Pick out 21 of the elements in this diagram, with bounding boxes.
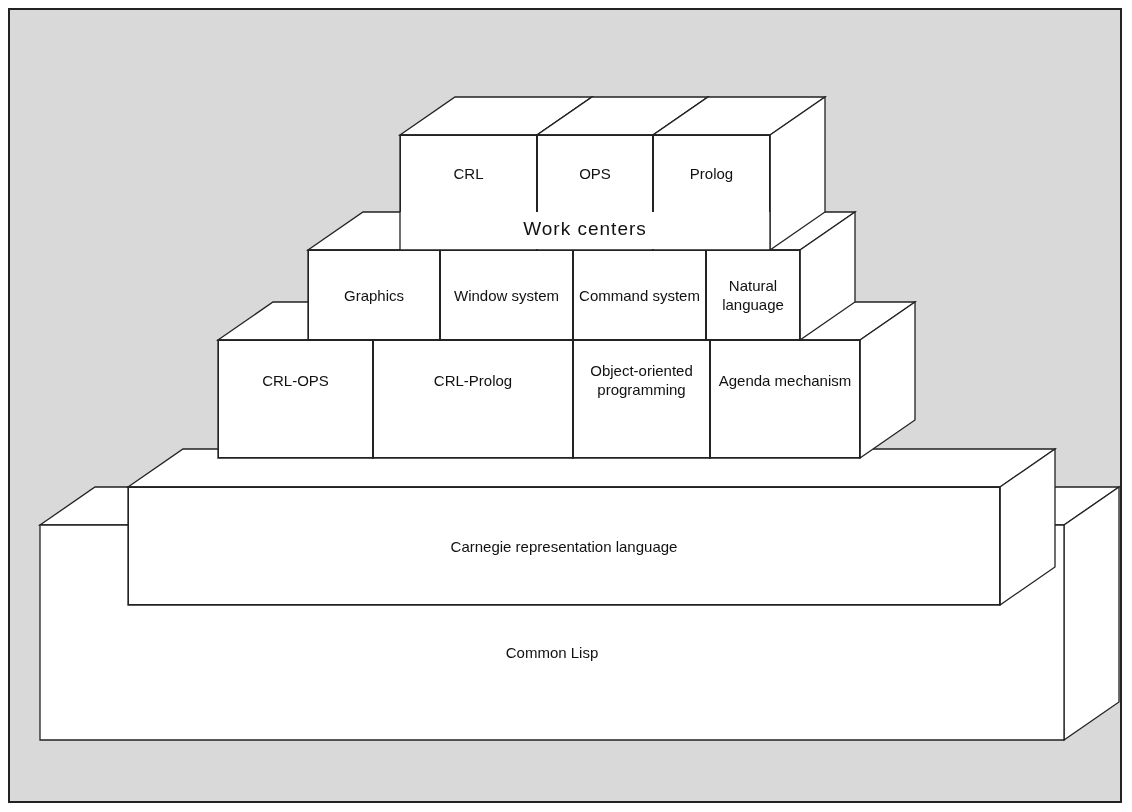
block-label: Prolog (688, 164, 735, 185)
block-label: Window system (453, 285, 560, 306)
block-label: Natural language (721, 276, 785, 315)
block-label: Object-oriented programming (589, 361, 694, 400)
block-front (537, 135, 653, 212)
block-front (440, 250, 573, 340)
block-label: CRL-Prolog (432, 370, 514, 391)
block-label: Graphics (343, 285, 405, 306)
block-label: CRL-OPS (261, 370, 330, 391)
block-front (573, 250, 706, 340)
block-front (706, 250, 800, 340)
block-label: CRL (452, 164, 485, 185)
block-label: Carnegie representation language (449, 536, 679, 557)
block-front (573, 340, 710, 458)
block-label: OPS (578, 164, 612, 185)
block-front (400, 135, 537, 212)
block-label: Common Lisp (504, 642, 600, 663)
block-label: Command system (578, 285, 701, 306)
block-front (308, 250, 440, 340)
block-front (653, 135, 770, 212)
block-label: Agenda mechanism (717, 370, 853, 391)
